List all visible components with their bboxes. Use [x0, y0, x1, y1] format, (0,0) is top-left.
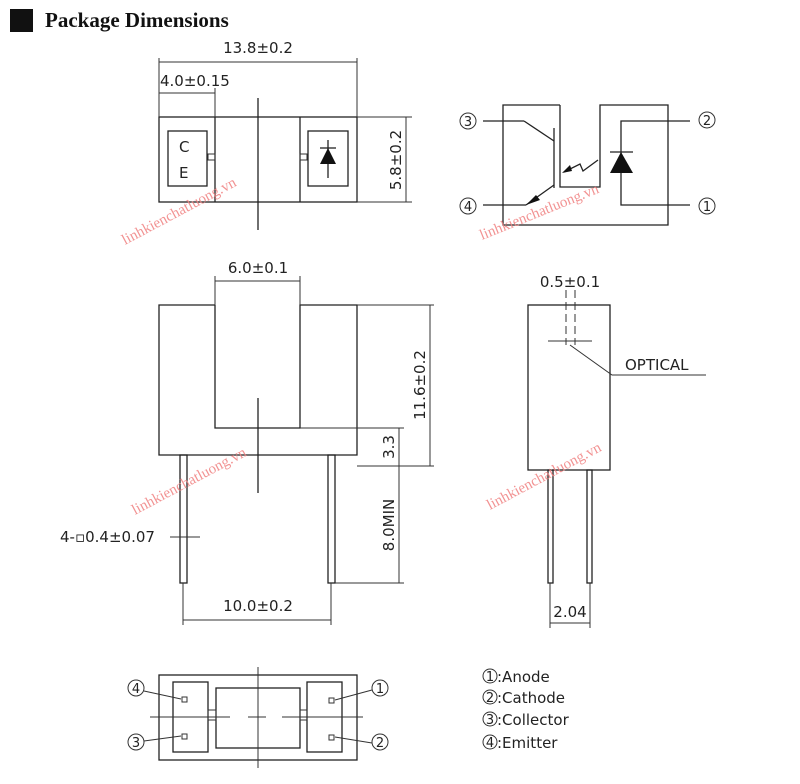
svg-text::Emitter: :Emitter: [497, 734, 558, 752]
svg-text:1: 1: [703, 200, 711, 215]
top-view: C E 13.8±0.2 4.0±0.15 5.8±0.2: [158, 39, 412, 230]
svg-text::Cathode: :Cathode: [497, 689, 565, 707]
slot-bottom-dimension: 3.3: [380, 435, 398, 459]
watermark: linhkienchatluong.vn: [478, 181, 602, 244]
svg-text:2: 2: [703, 114, 711, 129]
slot-width-dimension: 6.0±0.1: [228, 259, 288, 277]
svg-text:3: 3: [132, 736, 140, 751]
bottom-view: 4 3 1 2: [127, 667, 389, 768]
led-diode-symbol: [320, 140, 336, 178]
lead-length-dimension: 8.0MIN: [380, 499, 398, 551]
pin-4-marker: 4: [459, 197, 477, 215]
svg-text:1: 1: [376, 682, 384, 697]
aperture-dimension: 0.5±0.1: [540, 273, 600, 291]
svg-text:1: 1: [486, 670, 494, 685]
height-dimension: 5.8±0.2: [387, 130, 405, 190]
bottom-pin-3-marker: 3: [127, 733, 145, 751]
lead-spacing-dimension: 10.0±0.2: [223, 597, 293, 615]
svg-text::Anode: :Anode: [497, 668, 550, 686]
pin-3-marker: 3: [459, 112, 477, 130]
legend-item-emitter: 4:Emitter: [482, 734, 558, 752]
body-height-dimension: 11.6±0.2: [411, 350, 429, 420]
svg-text::Collector: :Collector: [497, 711, 570, 729]
marking-e: E: [179, 164, 188, 182]
lead-size-dimension: 4-▫0.4±0.07: [60, 528, 155, 546]
title-bullet-square: [10, 9, 33, 32]
side-view: 0.5±0.1 OPTICAL 2.04: [527, 273, 706, 628]
bottom-pin-4-marker: 4: [127, 679, 145, 697]
marking-c: C: [179, 138, 189, 156]
svg-text:3: 3: [486, 713, 494, 728]
svg-text:2: 2: [486, 691, 494, 706]
legend-item-anode: 1:Anode: [482, 668, 550, 686]
side-lead-spacing-dimension: 2.04: [553, 603, 586, 621]
front-view: 6.0±0.1 11.6±0.2 3.3 8.0MIN 4-▫0.4±0.07 …: [60, 259, 434, 625]
bottom-pin-2-marker: 2: [371, 733, 389, 751]
pin-1-marker: 1: [698, 197, 716, 215]
pin-2-marker: 2: [698, 111, 716, 129]
svg-text:4: 4: [132, 682, 140, 697]
width-dimension: 13.8±0.2: [223, 39, 293, 57]
legend-item-collector: 3:Collector: [482, 711, 570, 729]
svg-text:3: 3: [464, 115, 472, 130]
section-dimension: 4.0±0.15: [160, 72, 230, 90]
legend-item-cathode: 2:Cathode: [482, 689, 565, 707]
optical-label: OPTICAL: [625, 356, 689, 374]
svg-text:4: 4: [486, 736, 494, 751]
bottom-pin-1-marker: 1: [371, 679, 389, 697]
svg-text:2: 2: [376, 736, 384, 751]
pin-legend: 1:Anode 2:Cathode 3:Collector 4:Emitter: [482, 668, 570, 752]
svg-text:4: 4: [464, 200, 472, 215]
page-title: Package Dimensions: [45, 8, 229, 32]
circuit-schematic: 3 4 2 1: [459, 104, 716, 226]
